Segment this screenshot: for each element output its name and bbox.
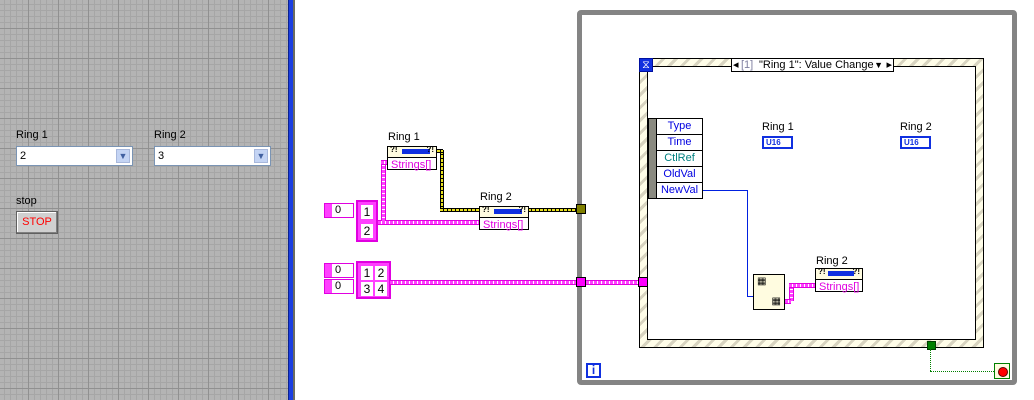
array-icon: ▦ [771, 296, 781, 307]
chevron-down-icon[interactable]: ▼ [116, 149, 130, 163]
ring2-label: Ring 2 [154, 129, 186, 141]
loop-tunnel-refnum[interactable] [576, 204, 586, 214]
2d-string-array-wire[interactable] [390, 280, 755, 285]
array1-cell[interactable]: 1 [361, 205, 373, 219]
index-spinner-icon [325, 204, 332, 217]
numeric-wire[interactable] [747, 296, 755, 297]
ring1-control[interactable]: 2 ▼ [16, 146, 133, 166]
string-array-wire[interactable] [381, 160, 389, 165]
event-data-node[interactable]: Type Time CtlRef OldVal NewVal [648, 118, 703, 199]
refnum-wire[interactable] [440, 150, 444, 210]
iteration-terminal[interactable]: i [586, 363, 601, 378]
u16-type-icon: U16 [902, 138, 929, 147]
event-case-selector[interactable]: ◂ [1] "Ring 1": Value Change ▼ ▸ [731, 58, 894, 72]
event-data-type[interactable]: Type [656, 119, 703, 135]
index-spinner-icon [325, 264, 332, 277]
event-data-time[interactable]: Time [656, 135, 703, 151]
ring2-indicator[interactable]: U16 [900, 136, 931, 149]
ring1-label: Ring 1 [16, 129, 48, 141]
index-array-function[interactable]: ▦ ▦ [753, 274, 785, 310]
u16-type-icon: U16 [764, 138, 791, 147]
ring2-inner-strings-property[interactable]: Strings[] [819, 281, 860, 293]
loop-tunnel-array[interactable] [576, 277, 586, 287]
array1-index[interactable]: 0 [324, 203, 354, 218]
decrement-arrow-icon[interactable]: ◂ [733, 59, 739, 71]
string-array-wire[interactable] [785, 299, 791, 304]
event-data-oldval[interactable]: OldVal [656, 167, 703, 183]
array2-row-index[interactable]: 0 [324, 263, 354, 278]
array2-constant[interactable]: 1 2 3 4 [356, 261, 391, 299]
event-data-ctlref[interactable]: CtlRef [656, 151, 703, 167]
ring1-node-label: Ring 1 [388, 131, 420, 143]
array1-cell[interactable]: 2 [361, 224, 373, 238]
array2-cell[interactable]: 4 [375, 282, 387, 296]
array2-cell[interactable]: 1 [361, 266, 373, 280]
refnum-wire[interactable] [437, 149, 443, 153]
splitter-bar[interactable] [288, 0, 293, 400]
ring2-inner-property-node[interactable]: ?!?! Strings[] [815, 267, 863, 293]
case-dropdown-icon[interactable]: ▼ [874, 60, 883, 70]
boolean-wire[interactable] [930, 371, 994, 372]
while-loop[interactable] [577, 10, 1017, 385]
event-data-newval[interactable]: NewVal [660, 184, 699, 196]
boolean-wire[interactable] [930, 349, 931, 371]
event-case-frame [647, 66, 976, 340]
array2-cell[interactable]: 3 [361, 282, 373, 296]
event-tunnel-array[interactable] [638, 277, 648, 287]
chevron-down-icon[interactable]: ▼ [254, 149, 268, 163]
index-spinner-icon [325, 280, 332, 293]
array2-cell[interactable]: 2 [375, 266, 387, 280]
ring2-inner-node-label: Ring 2 [816, 255, 848, 267]
front-panel: Ring 1 2 ▼ Ring 2 3 ▼ stop STOP [0, 0, 288, 400]
ring1-property-node[interactable]: ?!?! Strings[] [387, 145, 437, 171]
ring2-value: 3 [158, 150, 165, 162]
numeric-wire[interactable] [703, 190, 748, 191]
refnum-wire[interactable] [528, 208, 578, 212]
string-array-wire[interactable] [789, 283, 816, 288]
loop-condition-terminal[interactable] [994, 363, 1010, 379]
numeric-wire[interactable] [747, 190, 748, 297]
event-boolean-tunnel[interactable] [927, 341, 936, 350]
stop-label: stop [16, 195, 37, 207]
ring2-node-label: Ring 2 [480, 191, 512, 203]
array1-constant[interactable]: 1 2 [356, 200, 378, 242]
array-icon: ▦ [757, 276, 767, 287]
event-structure[interactable] [639, 58, 984, 348]
string-array-wire[interactable] [378, 220, 480, 225]
ring1-strings-property[interactable]: Strings[] [391, 159, 432, 171]
ring2-indicator-label: Ring 2 [900, 121, 932, 133]
case-index: [1] [741, 59, 754, 71]
case-label: "Ring 1": Value Change [759, 59, 874, 71]
ring1-indicator[interactable]: U16 [762, 136, 793, 149]
array2-col-index[interactable]: 0 [324, 279, 354, 294]
array1-index-value: 0 [335, 204, 342, 216]
ring2-strings-property[interactable]: Strings[] [483, 219, 524, 231]
string-array-wire[interactable] [789, 283, 794, 301]
splitter-edge [293, 0, 295, 400]
array2-col-index-value: 0 [335, 280, 342, 292]
ring2-property-node[interactable]: ?!?! Strings[] [479, 205, 529, 231]
refnum-wire[interactable] [440, 208, 480, 212]
timeout-hourglass-icon[interactable]: ⧖ [639, 58, 653, 72]
stop-sign-icon [998, 367, 1008, 377]
string-array-wire[interactable] [381, 161, 386, 221]
stop-button[interactable]: STOP [16, 211, 58, 234]
ring2-control[interactable]: 3 ▼ [154, 146, 271, 166]
ring1-indicator-label: Ring 1 [762, 121, 794, 133]
ring1-value: 2 [20, 150, 27, 162]
array2-row-index-value: 0 [335, 264, 342, 276]
increment-arrow-icon[interactable]: ▸ [886, 59, 892, 71]
